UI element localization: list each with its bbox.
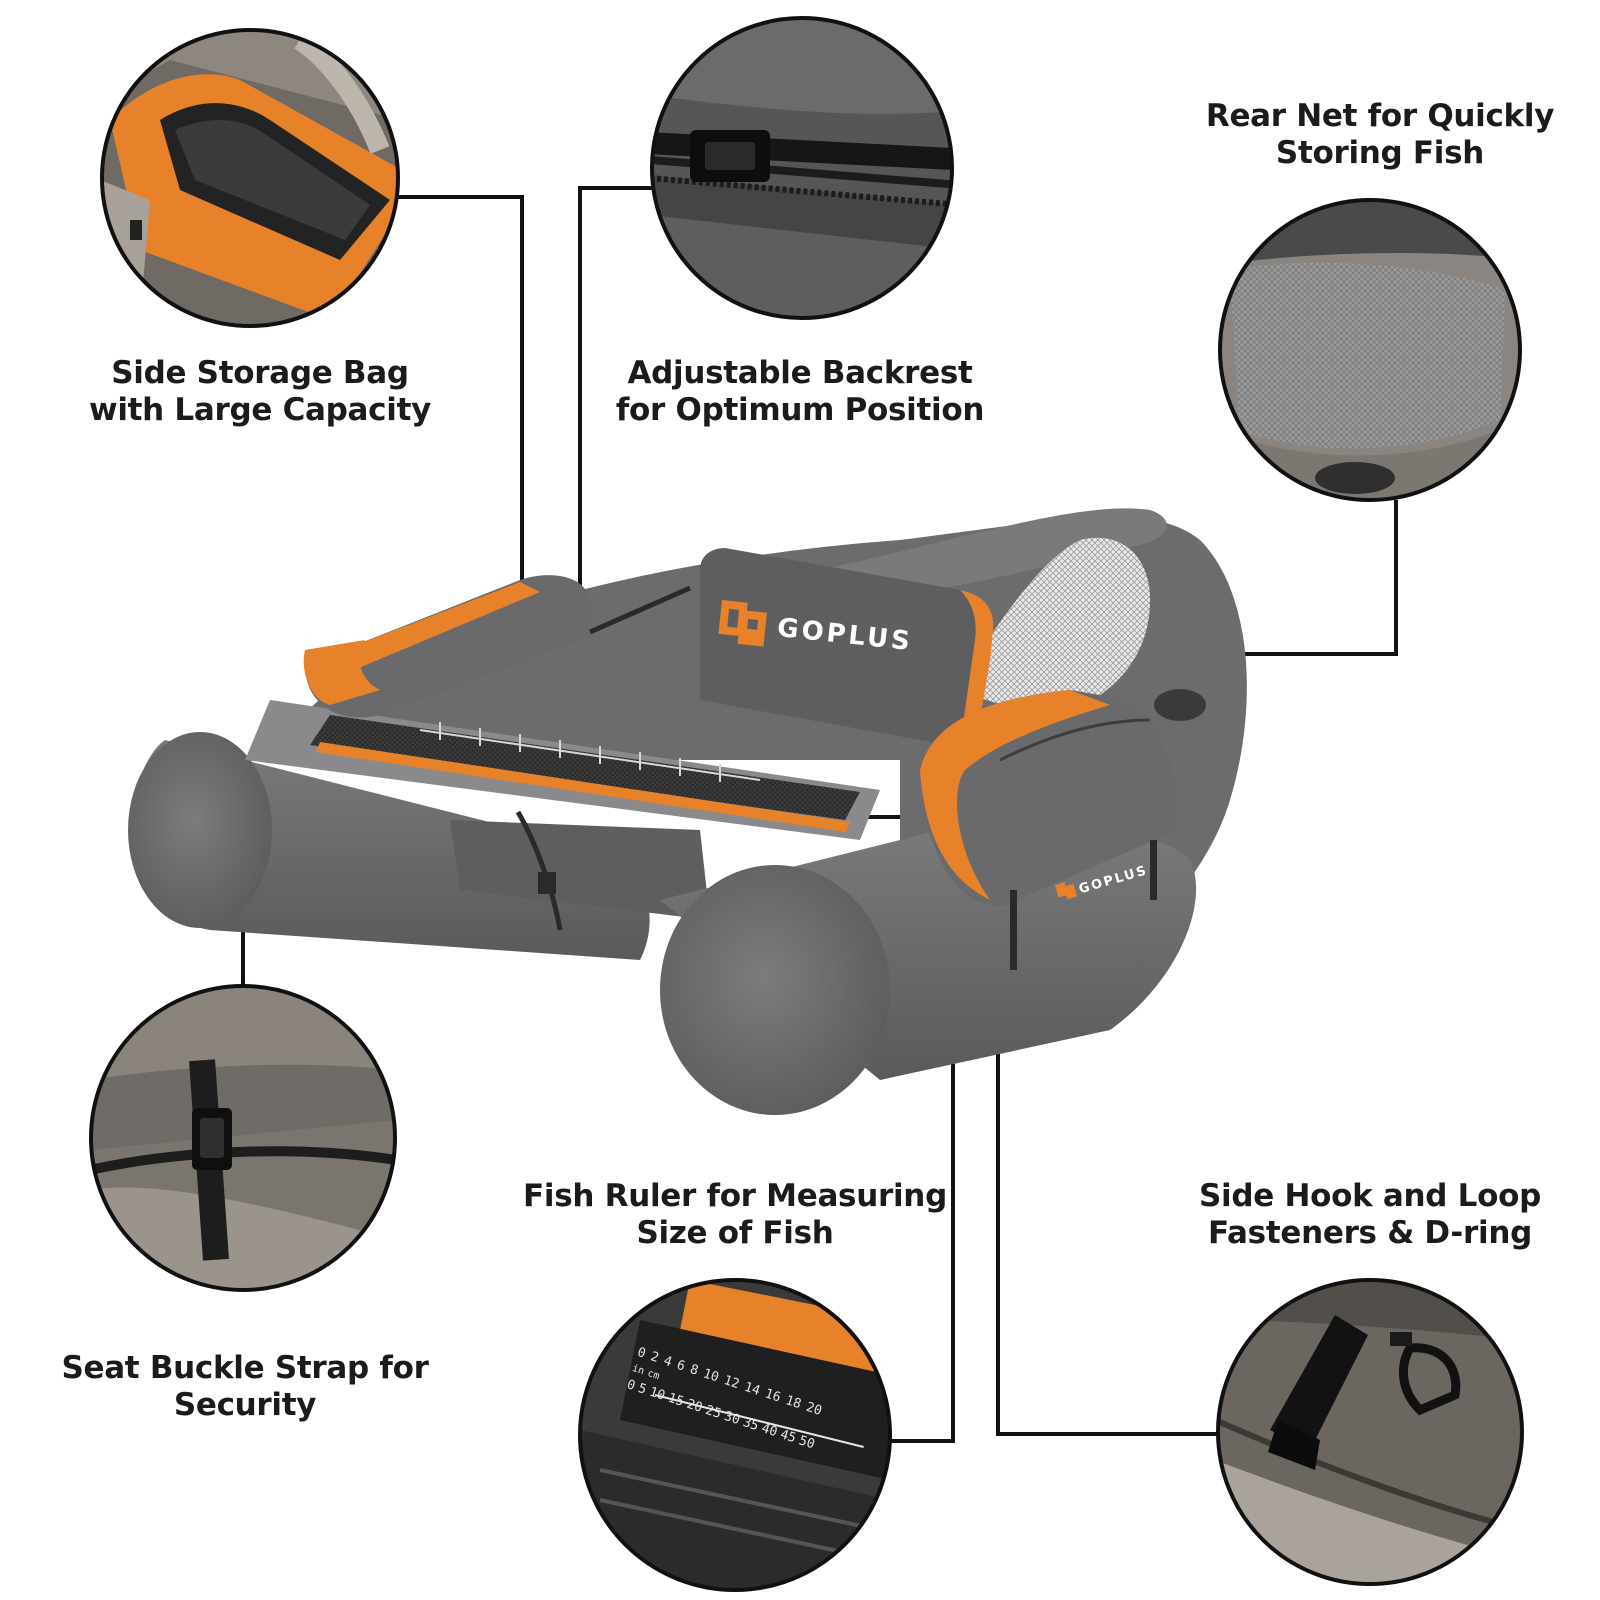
ruler-tick-label: 8 <box>687 1362 701 1379</box>
feature-label-side-storage-bag: Side Storage Bag with Large Capacity <box>60 355 460 429</box>
fish-ruler-strip <box>310 715 860 820</box>
ruler-unit-cm: cm <box>645 1368 661 1383</box>
left-pontoon-cap <box>128 732 272 928</box>
left-side-bag <box>305 575 595 718</box>
ruler-detail <box>578 1278 892 1592</box>
connector-side-storage <box>392 195 524 610</box>
ruler-tick-label: 20 <box>684 1396 705 1416</box>
feature-label-adjustable-backrest: Adjustable Backrest for Optimum Position <box>600 355 1000 429</box>
feature-label-line: Side Hook and Loop <box>1198 1178 1542 1214</box>
ruler-tick-label: 40 <box>759 1421 780 1441</box>
feature-label-line: Storing Fish <box>1275 135 1485 171</box>
feature-label-fish-ruler: Fish Ruler for Measuring Size of Fish <box>505 1178 965 1252</box>
feature-label-line: Rear Net for Quickly <box>1205 98 1555 134</box>
feature-label-rear-net: Rear Net for Quickly Storing Fish <box>1180 98 1580 172</box>
buckle-strap-detail <box>650 16 954 320</box>
feature-label-side-hook-loop: Side Hook and Loop Fasteners & D-ring <box>1170 1178 1570 1252</box>
float-tube: GOPLUS GOPLUS <box>128 508 1247 1115</box>
ruler-tick-label: 5 <box>636 1380 649 1398</box>
mesh-net-detail <box>1218 198 1522 502</box>
ruler-tick-label: 35 <box>740 1415 761 1435</box>
feature-label-seat-buckle-strap: Seat Buckle Strap for Security <box>40 1350 450 1424</box>
rear-tube-top <box>820 508 1167 600</box>
ruler-tick-label: 30 <box>722 1408 742 1429</box>
ruler-tick-label: 25 <box>703 1402 723 1422</box>
ruler-tick-label: 4 <box>661 1353 674 1371</box>
ruler-tick-label: 6 <box>674 1357 687 1375</box>
feature-label-line: with Large Capacity <box>88 392 432 428</box>
ruler-tick-label: 15 <box>666 1390 686 1410</box>
seat-buckle-detail <box>89 984 397 1292</box>
feature-label-line: Seat Buckle Strap for <box>61 1350 429 1386</box>
right-pontoon-cap <box>660 865 890 1115</box>
rear-net-area <box>955 537 1150 720</box>
ruler-tick-label: 45 <box>778 1427 798 1447</box>
seat-backrest <box>700 548 994 750</box>
ruler-tick-label: 2 <box>648 1349 661 1366</box>
feature-label-line: for Optimum Position <box>615 392 985 428</box>
storage-bag-detail <box>100 28 400 328</box>
feature-label-line: Adjustable Backrest <box>627 355 973 391</box>
feature-label-line: Side Storage Bag <box>111 355 409 391</box>
feature-label-line: Fish Ruler for Measuring <box>523 1178 947 1214</box>
ruler-tick-label: 50 <box>796 1433 817 1453</box>
d-ring-detail <box>1216 1278 1524 1586</box>
feature-label-line: Fasteners & D-ring <box>1208 1215 1532 1251</box>
ruler-tick-label: 10 <box>647 1384 667 1404</box>
connector-side-hook <box>996 922 1218 1436</box>
feature-label-line: Security <box>173 1387 317 1423</box>
ruler-unit-inch: in <box>630 1363 646 1378</box>
feature-label-line: Size of Fish <box>636 1215 834 1251</box>
